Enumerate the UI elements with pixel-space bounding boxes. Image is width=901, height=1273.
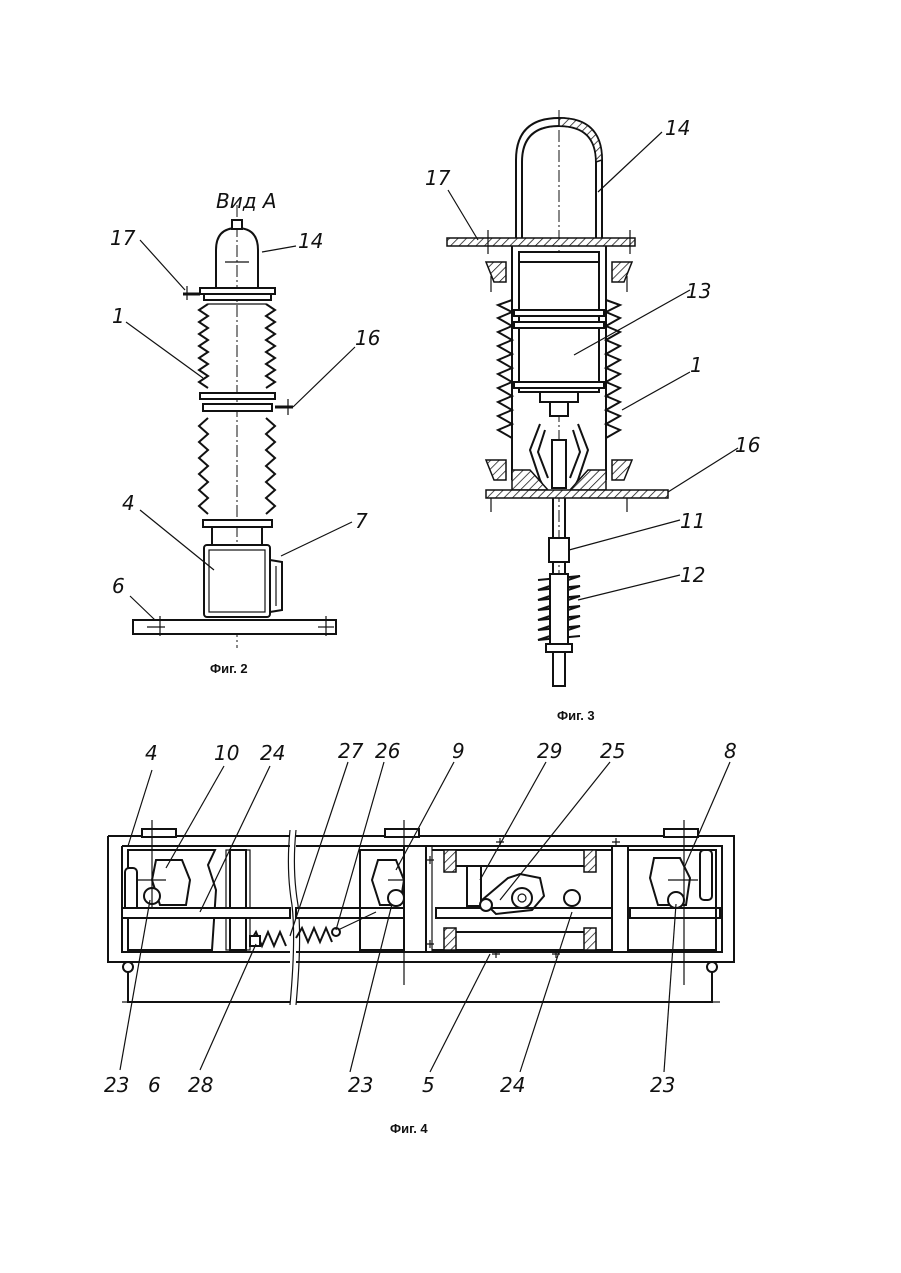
fig4-callout-28: 28 — [188, 1073, 213, 1097]
fig2-callout-7: 7 — [355, 509, 368, 533]
figure-3: 14 17 13 1 16 11 12 Фиг. 3 — [425, 110, 760, 723]
fig4-callout-23-mid: 23 — [348, 1073, 373, 1097]
fig3-callout-17: 17 — [425, 166, 451, 190]
fig3-callout-1: 1 — [690, 353, 703, 377]
figure-4: 4 10 24 27 26 9 29 25 8 23 6 28 23 5 24 … — [104, 739, 737, 1136]
fig3-callout-11: 11 — [680, 509, 705, 533]
fig4-callout-23-right: 23 — [650, 1073, 675, 1097]
fig3-callout-12: 12 — [680, 563, 705, 587]
fig4-callout-6: 6 — [148, 1073, 161, 1097]
fig4-callout-9: 9 — [452, 739, 465, 763]
fig4-callout-4: 4 — [145, 741, 158, 765]
fig4-callout-10: 10 — [214, 741, 239, 765]
fig4-callout-29: 29 — [537, 739, 562, 763]
fig2-callout-1: 1 — [112, 304, 125, 328]
figure-2: Вид А 17 14 1 16 4 7 6 Фиг. 2 — [110, 189, 380, 676]
fig3-callout-13: 13 — [686, 279, 711, 303]
fig3-right-sheds — [606, 300, 620, 438]
fig4-callout-23-left: 23 — [104, 1073, 129, 1097]
fig3-caption: Фиг. 3 — [557, 708, 595, 723]
fig2-callout-6: 6 — [112, 574, 125, 598]
fig2-callout-16: 16 — [355, 326, 380, 350]
fig2-caption: Фиг. 2 — [210, 661, 248, 676]
fig4-callout-26: 26 — [375, 739, 400, 763]
fig2-view-label: Вид А — [216, 189, 277, 213]
fig3-callout-16: 16 — [735, 433, 760, 457]
fig3-left-sheds — [498, 300, 512, 438]
fig4-callout-24: 24 — [260, 741, 285, 765]
fig3-callout-14: 14 — [665, 116, 690, 140]
fig2-callout-17: 17 — [110, 226, 136, 250]
fig4-callout-8: 8 — [724, 739, 737, 763]
fig4-callout-25: 25 — [600, 739, 625, 763]
fig4-callout-5: 5 — [422, 1073, 435, 1097]
fig4-callout-27: 27 — [338, 739, 364, 763]
fig2-callout-14: 14 — [298, 229, 323, 253]
fig4-callout-24-bottom: 24 — [500, 1073, 525, 1097]
fig4-caption: Фиг. 4 — [390, 1121, 428, 1136]
fig2-callout-4: 4 — [122, 491, 135, 515]
